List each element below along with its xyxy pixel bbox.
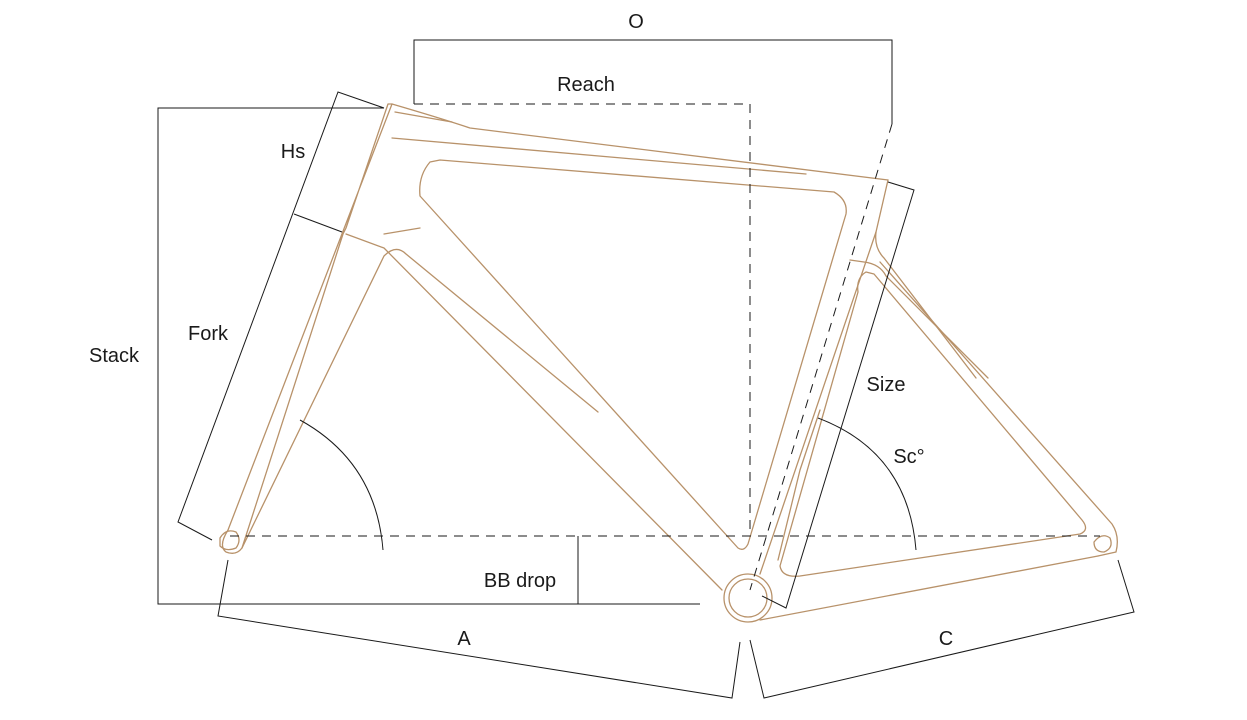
seat-tube-lower [777,409,821,561]
head-tube-fork-bracket [177,91,385,541]
fork-dropout [219,530,240,551]
chainstay-outer [759,555,1099,621]
down-tube-outer [345,233,723,591]
hs-fork-divider [293,213,343,233]
size-bracket [761,181,915,609]
fork-and-head-tube [221,103,393,554]
label-stack: Stack [89,345,140,367]
bike-frame [219,103,1118,623]
dimension-lines [157,39,1135,699]
label-c: C [939,628,953,650]
stack-bracket [157,107,700,605]
reach-line [414,103,751,536]
seat-tube-front [759,231,877,575]
c-bracket [749,559,1135,699]
top-tube-edge [394,111,453,123]
dimension-labels: O Reach Hs Stack Fork Size Sc° BB drop A… [89,11,953,650]
o-bracket [413,39,893,124]
label-size: Size [867,374,906,396]
head-angle-arc [299,419,384,551]
label-sc: Sc° [893,446,924,468]
a-bracket [217,559,741,699]
bottom-bracket-outer [723,573,773,623]
label-bb-drop: BB drop [484,570,556,592]
down-tube-detail [383,227,421,235]
top-tube-inner [391,137,807,175]
label-hs: Hs [281,141,305,163]
bottom-bracket-inner [728,578,768,618]
rear-dropout [1093,535,1112,553]
seatstay-outer [879,261,1118,557]
fork-blade-rear [241,248,599,549]
top-tube-outer [391,103,889,181]
rear-triangle-window [779,271,1087,577]
seat-axis-line [749,123,893,591]
seat-tube [875,179,977,379]
seat-tube-rear [849,259,989,379]
main-triangle-window [419,159,847,550]
label-fork: Fork [188,323,229,345]
label-reach: Reach [557,74,615,96]
seat-angle-arc [817,417,917,551]
label-a: A [457,628,471,650]
label-o: O [628,11,644,33]
